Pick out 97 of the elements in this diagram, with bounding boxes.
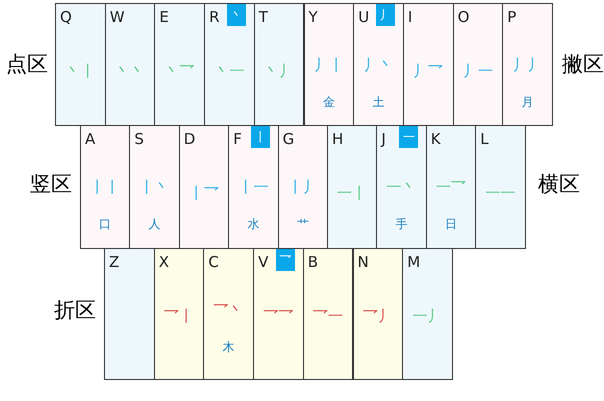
key-letter: A <box>85 130 96 148</box>
key-box <box>178 125 230 249</box>
key-letter: J <box>381 130 386 148</box>
key-box <box>204 3 255 126</box>
key-letter: R <box>209 8 220 26</box>
key-box <box>376 125 427 249</box>
key-box <box>278 125 328 249</box>
key-letter: T <box>258 8 268 26</box>
key-box <box>80 125 130 249</box>
key-box <box>402 248 453 380</box>
key-box <box>55 3 106 126</box>
key-box <box>203 248 254 380</box>
stroke-text: 乛丨 <box>164 307 194 325</box>
key-letter: W <box>110 8 125 26</box>
key-box <box>353 3 404 126</box>
key-letter: O <box>458 8 470 26</box>
key-letter: I <box>408 8 412 26</box>
key-letter: X <box>158 253 169 271</box>
zone-label: 折区 <box>54 297 96 324</box>
stroke-badge: 丨 <box>251 126 270 148</box>
radical-text: 水 <box>247 216 260 232</box>
stroke-text: 乛丿 <box>362 307 393 325</box>
key-box <box>352 248 404 380</box>
stroke-text: 丿一 <box>462 62 493 80</box>
key-box <box>104 248 155 380</box>
stroke-text: 丨丨 <box>90 178 120 196</box>
key-letter: F <box>233 130 242 148</box>
key-box <box>129 125 180 249</box>
key-box <box>475 125 526 249</box>
stroke-text: 丿丨 <box>314 56 344 74</box>
radical-text: 口 <box>99 216 112 232</box>
key-letter: G <box>282 130 294 148</box>
stroke-text: 丶丨 <box>65 62 96 80</box>
radical-text: 土 <box>372 94 385 110</box>
key-box <box>402 3 454 126</box>
stroke-text: 丿丿 <box>512 56 543 74</box>
stroke-text: 一乛 <box>436 178 466 196</box>
key-box <box>253 248 304 380</box>
key-letter: E <box>159 8 169 26</box>
key-box <box>254 3 304 126</box>
key-box <box>304 3 354 126</box>
key-letter: K <box>430 130 441 148</box>
key-letter: C <box>208 253 219 271</box>
stroke-text: 丿丶 <box>364 56 394 74</box>
stroke-text: 乛乛 <box>263 307 294 325</box>
stroke-badge: 丶 <box>227 4 246 26</box>
key-box <box>452 3 504 126</box>
stroke-text: 丶丿 <box>264 62 294 80</box>
key-letter: V <box>258 253 268 271</box>
key-letter: U <box>358 8 370 26</box>
stroke-text: 丨丿 <box>288 178 318 196</box>
stroke-text: 丶乛 <box>164 62 195 80</box>
key-letter: Q <box>60 8 72 26</box>
stroke-text: 乛一 <box>313 307 344 325</box>
stroke-text: 一丿 <box>412 307 443 325</box>
stroke-text: 一丨 <box>337 184 368 202</box>
key-letter: B <box>308 253 318 271</box>
key-letter: P <box>507 8 516 26</box>
stroke-text: 丶一 <box>214 62 244 80</box>
zone-label: 横区 <box>538 171 580 198</box>
radical-text: 木 <box>222 339 235 355</box>
stroke-text: 丨乛 <box>188 184 219 202</box>
key-letter: Y <box>308 8 318 26</box>
zone-label: 点区 <box>6 51 48 78</box>
zone-label: 撇区 <box>562 51 604 78</box>
radical-text: 金 <box>322 94 335 110</box>
stroke-text: 一丶 <box>386 178 417 196</box>
key-box <box>302 248 354 380</box>
key-letter: S <box>134 130 144 148</box>
key-box <box>154 248 204 380</box>
radical-text: 手 <box>396 216 408 232</box>
stroke-badge: 丿 <box>376 4 396 26</box>
stroke-text: 丶丶 <box>115 62 146 80</box>
stroke-badge: 乛 <box>276 249 296 271</box>
key-box <box>228 125 279 249</box>
stroke-text: 丨丶 <box>140 178 170 196</box>
stroke-text: 丿乛 <box>413 62 444 80</box>
key-letter: M <box>407 253 420 271</box>
radical-text: 人 <box>148 216 161 232</box>
key-letter: D <box>184 130 196 148</box>
zone-label: 竖区 <box>30 171 72 198</box>
key-letter: H <box>332 130 344 148</box>
key-box <box>426 125 476 249</box>
stroke-text: 丨一 <box>238 178 268 196</box>
key-box <box>327 125 378 249</box>
stroke-text: 乛丶 <box>214 301 244 319</box>
key-letter: Z <box>109 253 120 271</box>
key-box <box>104 3 156 126</box>
key-letter: N <box>358 253 369 271</box>
stroke-text: 一一 <box>485 184 516 202</box>
key-box <box>502 3 553 126</box>
radical-text: 月 <box>522 94 534 110</box>
key-box <box>154 3 206 126</box>
radical-text: 艹 <box>296 216 309 232</box>
radical-text: 日 <box>444 216 457 232</box>
key-letter: L <box>480 130 489 148</box>
stroke-badge: 一 <box>399 126 418 148</box>
